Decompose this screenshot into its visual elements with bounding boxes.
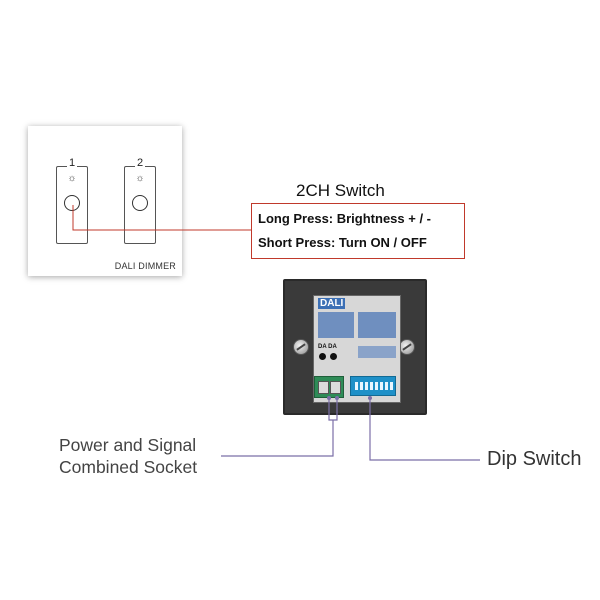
terminal-dot xyxy=(319,353,326,360)
channel-2-key: 2 ☼ xyxy=(124,157,156,244)
power-socket-leader-line xyxy=(221,398,338,457)
dip-switch-label: Dip Switch xyxy=(487,448,582,470)
panel-label: DALI DIMMER xyxy=(114,261,176,271)
long-press-text: Long Press: Brightness + / - xyxy=(258,211,432,226)
channel-1-key: 1 ☼ xyxy=(56,157,88,244)
dip-switch-leader-line xyxy=(369,398,480,461)
dimmer-front-panel: 1 ☼ 2 ☼ DALI DIMMER xyxy=(28,126,182,276)
callout-leader-line xyxy=(72,205,251,231)
power-signal-socket xyxy=(314,376,344,398)
power-socket-label-line1: Power and Signal xyxy=(59,435,197,455)
short-press-text: Short Press: Turn ON / OFF xyxy=(258,235,427,250)
power-socket-pin xyxy=(335,396,339,400)
channel-2-number: 2 xyxy=(134,157,146,169)
mounting-screw-left xyxy=(293,339,309,355)
terminal-label: DA DA xyxy=(318,344,337,350)
switch-title: 2CH Switch xyxy=(296,181,385,200)
terminal-dot xyxy=(330,353,337,360)
power-socket-pin xyxy=(327,396,331,400)
dimmer-back-module: DALI DA DA xyxy=(283,279,427,415)
wiring-diagram-left xyxy=(318,312,354,338)
brightness-icon: ☼ xyxy=(67,173,77,184)
power-icon xyxy=(132,195,148,211)
callout-box: Long Press: Brightness + / - Short Press… xyxy=(251,203,465,259)
dip-legend xyxy=(358,346,396,358)
dip-switch-block xyxy=(350,376,396,396)
channel-1-number: 1 xyxy=(66,157,78,169)
dali-logo: DALI xyxy=(318,298,346,309)
power-socket-label-line2: Combined Socket xyxy=(59,457,198,477)
dip-switch-pin xyxy=(368,396,372,400)
brightness-icon: ☼ xyxy=(135,173,145,184)
power-icon xyxy=(64,195,80,211)
power-signal-socket-label: Power and Signal Combined Socket xyxy=(59,434,197,478)
wiring-diagram-right xyxy=(358,312,396,338)
module-label-sticker: DALI DA DA xyxy=(313,295,401,403)
